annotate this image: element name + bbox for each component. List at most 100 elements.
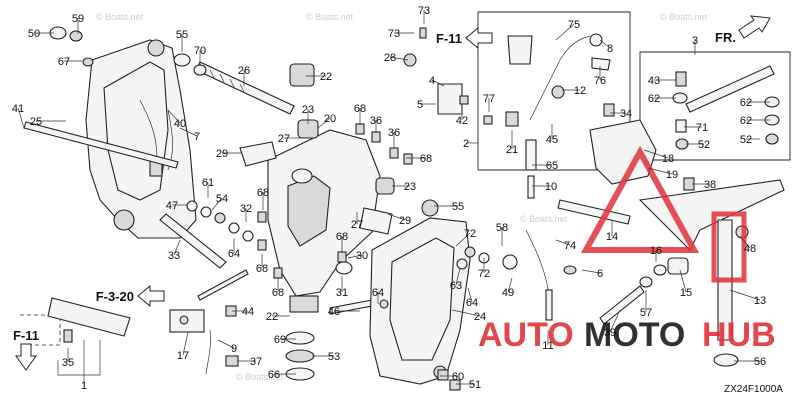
- callout-19[interactable]: 19: [666, 169, 678, 181]
- callout-64[interactable]: 64: [372, 287, 384, 299]
- callout-58[interactable]: 58: [496, 222, 508, 234]
- callout-62[interactable]: 62: [648, 93, 660, 105]
- reference-label[interactable]: FR.: [715, 30, 736, 45]
- leader-line: [451, 309, 481, 317]
- callout-72[interactable]: 72: [478, 268, 490, 280]
- callout-44[interactable]: 44: [242, 306, 254, 318]
- callout-35[interactable]: 35: [62, 357, 74, 369]
- callout-60[interactable]: 60: [452, 371, 464, 383]
- callout-39[interactable]: 39: [604, 327, 616, 339]
- callout-16[interactable]: 16: [650, 245, 662, 257]
- callout-61[interactable]: 61: [202, 177, 214, 189]
- callout-4[interactable]: 4: [429, 75, 435, 87]
- callout-22[interactable]: 22: [320, 71, 332, 83]
- callout-65[interactable]: 65: [546, 160, 558, 172]
- callout-5[interactable]: 5: [417, 99, 423, 111]
- callout-31[interactable]: 31: [336, 287, 348, 299]
- callout-55[interactable]: 55: [452, 201, 464, 213]
- reference-label[interactable]: F-11: [13, 328, 39, 343]
- callout-28[interactable]: 28: [384, 52, 396, 64]
- callout-22[interactable]: 22: [266, 311, 278, 323]
- reference-label[interactable]: F-11: [436, 31, 462, 46]
- callout-27[interactable]: 27: [351, 219, 363, 231]
- callout-71[interactable]: 71: [696, 122, 708, 134]
- callout-34[interactable]: 34: [620, 108, 632, 120]
- callout-36[interactable]: 36: [370, 115, 382, 127]
- callout-23[interactable]: 23: [302, 104, 314, 116]
- callout-50[interactable]: 50: [28, 28, 40, 40]
- reference-label[interactable]: F-3-20: [96, 289, 134, 304]
- callout-64[interactable]: 64: [228, 248, 240, 260]
- callout-32[interactable]: 32: [240, 203, 252, 215]
- callout-38[interactable]: 38: [704, 179, 716, 191]
- callout-54[interactable]: 54: [216, 193, 228, 205]
- callout-69[interactable]: 69: [274, 334, 286, 346]
- callout-64[interactable]: 64: [466, 297, 478, 309]
- callout-37[interactable]: 37: [250, 356, 262, 368]
- callout-52[interactable]: 52: [698, 139, 710, 151]
- callout-33[interactable]: 33: [168, 250, 180, 262]
- callout-21[interactable]: 21: [506, 144, 518, 156]
- callout-53[interactable]: 53: [328, 351, 340, 363]
- callout-68[interactable]: 68: [257, 187, 269, 199]
- callout-8[interactable]: 8: [607, 43, 613, 55]
- callout-17[interactable]: 17: [177, 350, 189, 362]
- callout-46[interactable]: 46: [328, 306, 340, 318]
- callout-20[interactable]: 20: [324, 113, 336, 125]
- callout-36[interactable]: 36: [388, 127, 400, 139]
- callout-63[interactable]: 63: [450, 280, 462, 292]
- callout-62[interactable]: 62: [740, 115, 752, 127]
- callout-59[interactable]: 59: [72, 13, 84, 25]
- callout-68[interactable]: 68: [256, 263, 268, 275]
- callout-76[interactable]: 76: [594, 75, 606, 87]
- callout-15[interactable]: 15: [680, 287, 692, 299]
- callout-13[interactable]: 13: [754, 295, 766, 307]
- callout-52[interactable]: 52: [740, 134, 752, 146]
- callout-29[interactable]: 29: [216, 148, 228, 160]
- callout-68[interactable]: 68: [420, 153, 432, 165]
- callout-2[interactable]: 2: [463, 138, 469, 150]
- callout-73[interactable]: 73: [418, 5, 430, 17]
- callout-57[interactable]: 57: [640, 307, 652, 319]
- callout-1[interactable]: 1: [81, 380, 87, 392]
- callout-18[interactable]: 18: [662, 153, 674, 165]
- callout-10[interactable]: 10: [545, 181, 557, 193]
- callout-42[interactable]: 42: [456, 115, 468, 127]
- callout-73[interactable]: 73: [388, 28, 400, 40]
- callout-74[interactable]: 74: [564, 240, 576, 252]
- callout-9[interactable]: 9: [231, 343, 237, 355]
- callout-27[interactable]: 27: [278, 133, 290, 145]
- callout-25[interactable]: 25: [30, 116, 42, 128]
- callout-45[interactable]: 45: [546, 134, 558, 146]
- callout-47[interactable]: 47: [166, 200, 178, 212]
- callout-55[interactable]: 55: [176, 29, 188, 41]
- callout-75[interactable]: 75: [568, 19, 580, 31]
- callout-7[interactable]: 7: [194, 131, 200, 143]
- callout-41[interactable]: 41: [12, 103, 24, 115]
- callout-56[interactable]: 56: [754, 356, 766, 368]
- callout-66[interactable]: 66: [268, 369, 280, 381]
- callout-77[interactable]: 77: [483, 93, 495, 105]
- callout-67[interactable]: 67: [58, 56, 70, 68]
- callout-68[interactable]: 68: [354, 103, 366, 115]
- callout-24[interactable]: 24: [474, 311, 486, 323]
- callout-3[interactable]: 3: [692, 35, 698, 47]
- callout-30[interactable]: 30: [356, 250, 368, 262]
- callout-14[interactable]: 14: [606, 231, 618, 243]
- callout-72[interactable]: 72: [464, 228, 476, 240]
- callout-11[interactable]: 11: [542, 340, 553, 352]
- callout-62[interactable]: 62: [740, 97, 752, 109]
- callout-6[interactable]: 6: [597, 268, 603, 280]
- callout-23[interactable]: 23: [404, 181, 416, 193]
- callout-51[interactable]: 51: [469, 379, 481, 391]
- callout-48[interactable]: 48: [744, 243, 756, 255]
- callout-43[interactable]: 43: [648, 75, 660, 87]
- callout-29[interactable]: 29: [399, 215, 411, 227]
- callout-40[interactable]: 40: [174, 118, 186, 130]
- callout-68[interactable]: 68: [272, 287, 284, 299]
- callout-49[interactable]: 49: [502, 287, 514, 299]
- callout-26[interactable]: 26: [238, 65, 250, 77]
- callout-70[interactable]: 70: [194, 45, 206, 57]
- callout-68[interactable]: 68: [336, 231, 348, 243]
- callout-12[interactable]: 12: [574, 85, 586, 97]
